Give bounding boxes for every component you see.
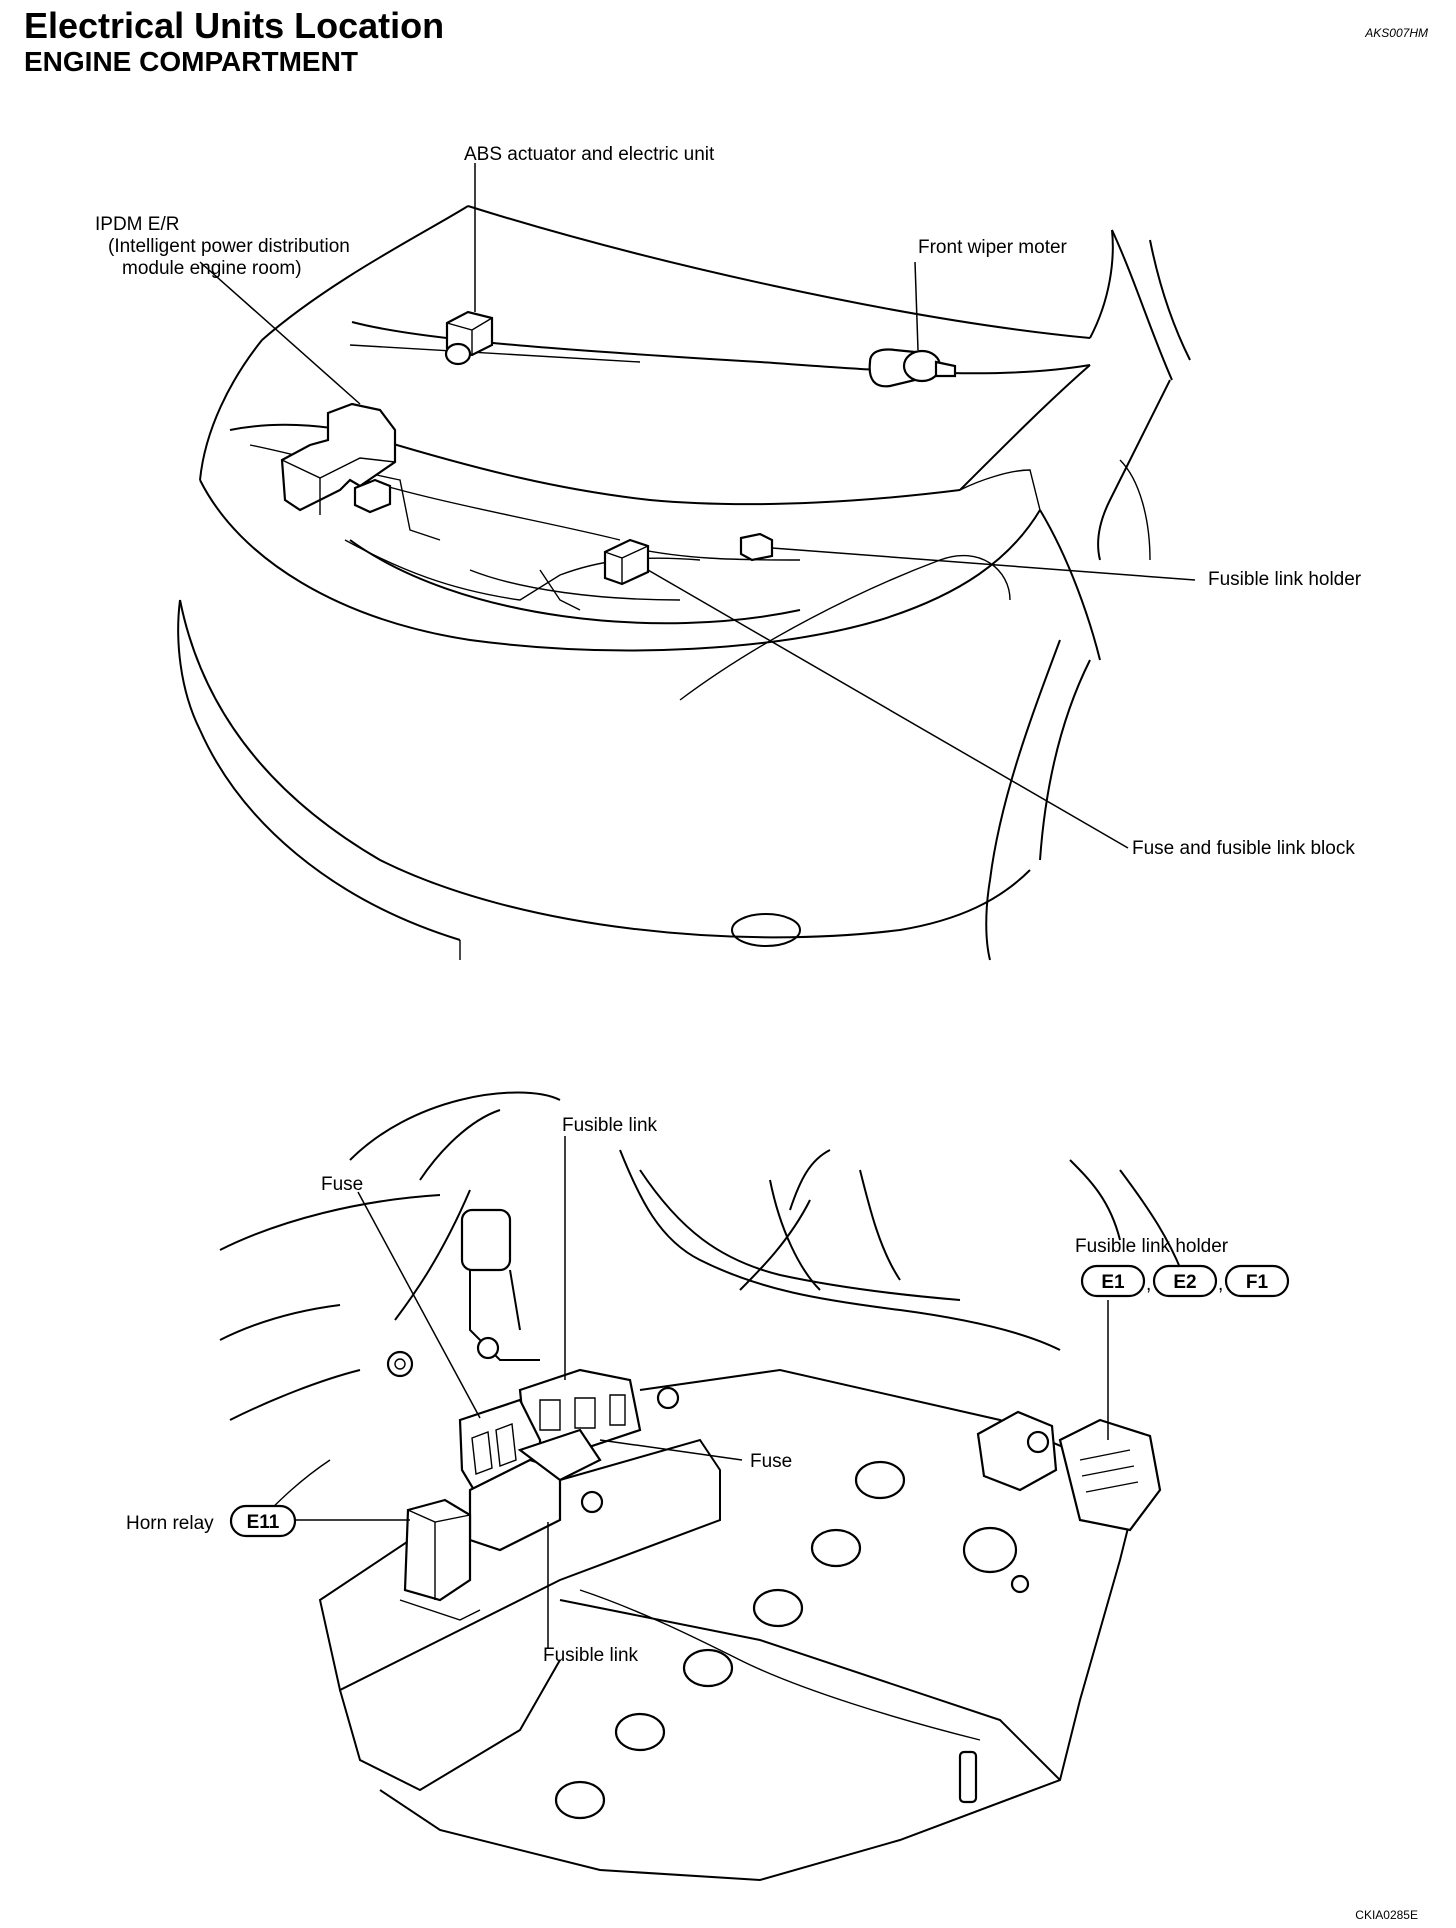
connector-separator-1: , <box>1146 1274 1151 1295</box>
label-ipdm-line3: module engine room) <box>122 258 302 279</box>
label-fuse-and-fusible-link-block: Fuse and fusible link block <box>1132 838 1355 859</box>
label-horn-relay: Horn relay <box>126 1513 214 1534</box>
connector-e11: E11 <box>229 1504 297 1538</box>
bottom-engine-bay-drawing <box>219 1091 1186 1882</box>
connector-e1: E1 <box>1080 1264 1146 1298</box>
label-fuse-left: Fuse <box>321 1174 363 1195</box>
abs-actuator-part <box>444 310 494 366</box>
connector-e1-label: E1 <box>1101 1272 1125 1293</box>
label-abs-actuator: ABS actuator and electric unit <box>464 144 715 165</box>
page-title: Electrical Units Location <box>24 5 445 46</box>
document-code: AKS007HM <box>1365 26 1428 40</box>
bottom-leader-lines <box>293 1136 1109 1648</box>
figure-code: CKIA0285E <box>1355 1908 1418 1922</box>
connector-separator-2: , <box>1218 1274 1223 1295</box>
top-leader-lines <box>199 163 1196 849</box>
connector-e11-label: E11 <box>247 1512 280 1533</box>
connector-e2: E2 <box>1152 1264 1218 1298</box>
label-front-wiper-motor: Front wiper moter <box>918 237 1068 258</box>
wiper-motor-part <box>868 348 957 388</box>
label-ipdm-line1: IPDM E/R <box>95 214 179 235</box>
label-fusible-link-bottom: Fusible link <box>543 1645 639 1666</box>
label-fusible-link-holder-bottom: Fusible link holder <box>1075 1236 1229 1257</box>
fusible-link-holder-part <box>739 532 774 562</box>
label-fuse-right: Fuse <box>750 1451 792 1472</box>
ipdm-er-part <box>280 402 397 515</box>
connector-f1-label: F1 <box>1246 1272 1269 1293</box>
label-fusible-link-top: Fusible link <box>562 1115 658 1136</box>
label-fusible-link-holder: Fusible link holder <box>1208 569 1362 590</box>
label-ipdm-line2: (Intelligent power distribution <box>108 236 350 257</box>
page-subtitle: ENGINE COMPARTMENT <box>24 46 358 77</box>
connector-f1: F1 <box>1224 1264 1290 1298</box>
connector-e2-label: E2 <box>1173 1272 1196 1293</box>
top-vehicle-drawing <box>177 205 1191 961</box>
fuse-block-part <box>603 538 650 586</box>
